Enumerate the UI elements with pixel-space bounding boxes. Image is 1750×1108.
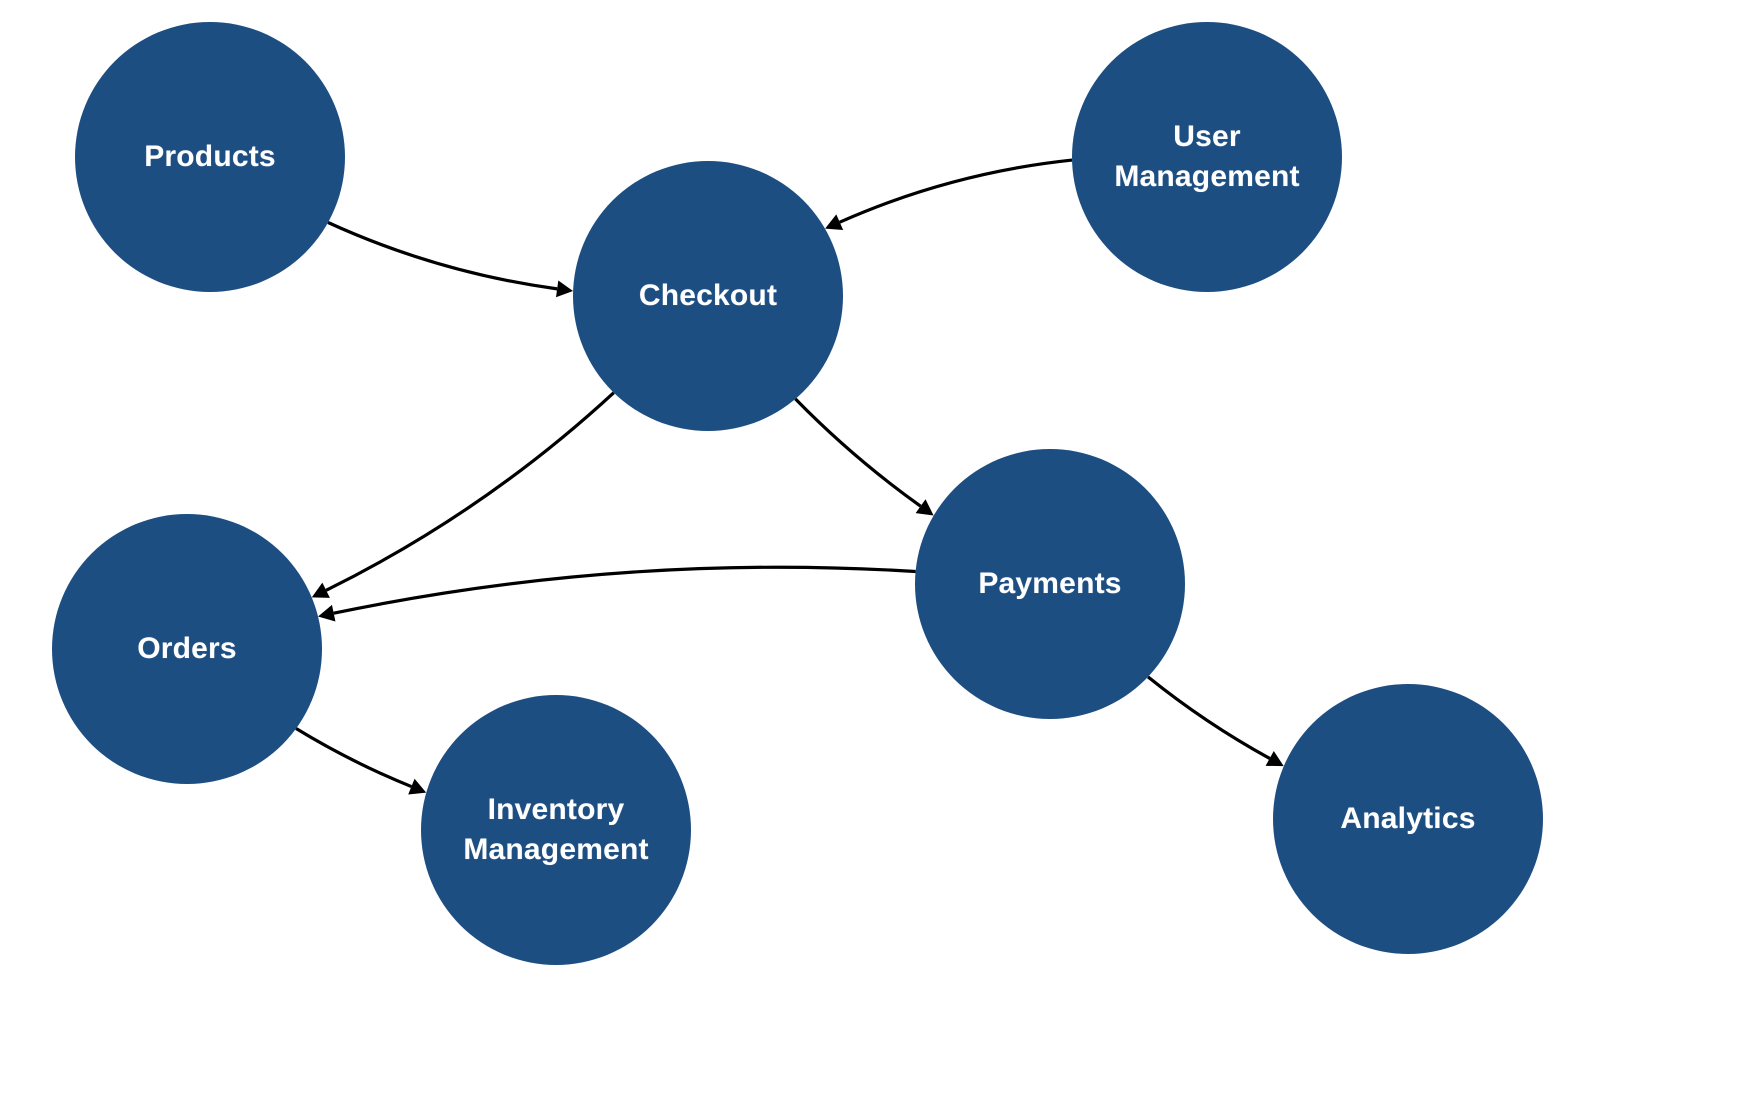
arrowhead-orders-to-inventory-management xyxy=(408,778,427,795)
edge-checkout-to-payments xyxy=(794,397,922,508)
edge-products-to-checkout xyxy=(327,221,558,291)
node-user-management[interactable] xyxy=(1072,22,1342,292)
node-orders[interactable] xyxy=(52,514,322,784)
edge-user-management-to-checkout xyxy=(839,158,1073,224)
arrowhead-checkout-to-orders xyxy=(311,582,330,598)
arrowhead-products-to-checkout xyxy=(556,280,574,298)
arrowhead-payments-to-orders xyxy=(318,604,336,622)
edge-checkout-to-orders xyxy=(325,391,615,592)
edge-layer xyxy=(295,158,1284,795)
node-layer xyxy=(52,22,1543,965)
node-inventory-management[interactable] xyxy=(421,695,691,965)
arrowhead-checkout-to-payments xyxy=(915,499,934,516)
edge-payments-to-analytics xyxy=(1147,675,1271,760)
node-checkout[interactable] xyxy=(573,161,843,431)
arrowhead-user-management-to-checkout xyxy=(825,214,844,230)
edge-payments-to-orders xyxy=(333,565,916,615)
arrowhead-payments-to-analytics xyxy=(1265,750,1284,767)
node-analytics[interactable] xyxy=(1273,684,1543,954)
node-payments[interactable] xyxy=(915,449,1185,719)
node-products[interactable] xyxy=(75,22,345,292)
edge-orders-to-inventory-management xyxy=(295,727,412,789)
